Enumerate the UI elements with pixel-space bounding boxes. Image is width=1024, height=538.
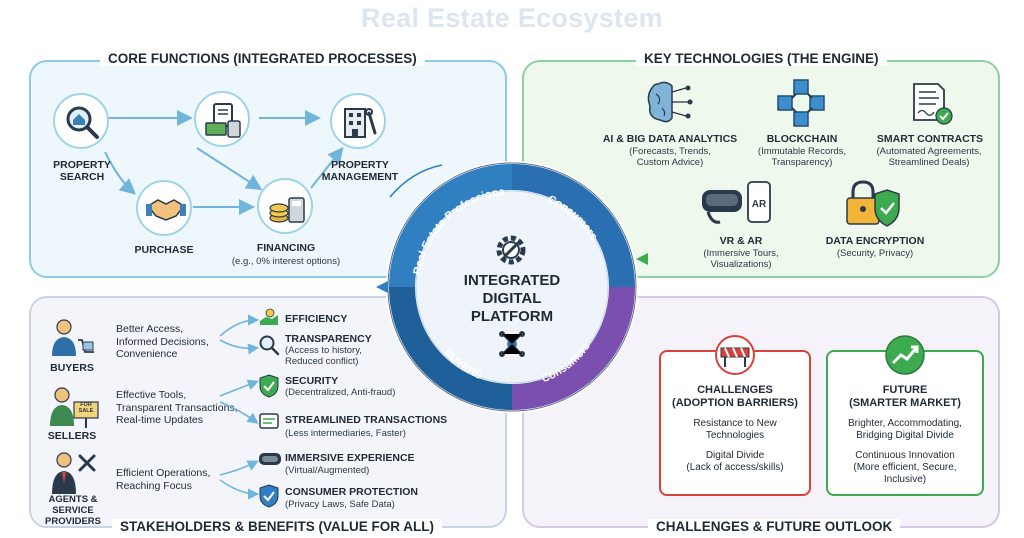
ring-professionals-label: Real Estate Professionals [372, 157, 506, 276]
handshake-icon [146, 199, 186, 221]
ring-buyers-label: BUYERS [441, 347, 484, 382]
security-shield-icon [259, 374, 279, 398]
tech-smart-contracts-name: SMART CONTRACTS [876, 133, 984, 145]
brain-circuit-icon [647, 81, 693, 123]
transparency-icon [259, 335, 280, 356]
benefit-efficiency-title: EFFICIENCY [285, 313, 348, 325]
central-platform-ring [376, 161, 648, 413]
seller-icon [50, 387, 99, 428]
roadblock-icon [715, 335, 755, 375]
stakeholders-heading: STAKEHOLDERS & BENEFITS (VALUE FOR ALL) [112, 519, 442, 534]
efficiency-icon [260, 308, 278, 325]
future-item-2: Continuous Innovation (More efficient, S… [853, 450, 957, 485]
benefit-security-title: SECURITY [285, 375, 339, 387]
challenge-item-1: Resistance to New Technologies [693, 418, 777, 441]
purchase-paperwork-node [194, 91, 250, 147]
building-wrench-icon [344, 108, 377, 138]
network-icon [499, 331, 525, 357]
platform-title: INTEGRATED DIGITAL PLATFORM [463, 272, 561, 325]
stakeholder-sellers-text: Effective Tools, Transparent Transaction… [116, 389, 238, 426]
tech-smart-contracts-desc: (Automated Agreements, Streamlined Deals… [876, 146, 982, 168]
tech-vr-desc: (Immersive Tours, Visualizations) [703, 248, 779, 270]
ar-badge: AR [752, 199, 767, 210]
benefit-arrows [219, 314, 260, 500]
future-item-1: Brighter, Accommodating, Bridging Digita… [848, 418, 962, 441]
svg-text:Real Estate Professionals: Real Estate Professionals [372, 157, 506, 276]
ring-labels: Real Estate Professionals Consumers BUYE… [372, 157, 600, 385]
svg-text:BUYERS: BUYERS [441, 347, 484, 382]
challenges-title: CHALLENGES (ADOPTION BARRIERS) [672, 384, 798, 409]
gear-wrench-icon [496, 235, 526, 265]
financing-note: (e.g., 0% interest options) [231, 256, 341, 267]
core-flow-arrows [104, 110, 344, 215]
future-card: FUTURE (SMARTER MARKET) Brighter, Accomm… [826, 350, 984, 496]
key-technologies-heading: KEY TECHNOLOGIES (THE ENGINE) [636, 51, 887, 66]
for-sale-sign: FOR SALE [78, 402, 94, 414]
coins-calculator-icon [269, 197, 305, 223]
benefit-transparency-desc: (Access to history, Reduced conflict) [285, 345, 362, 367]
page-title: Real Estate Ecosystem [361, 3, 663, 33]
immersive-vr-icon [259, 453, 281, 465]
benefit-immersive-title: IMMERSIVE EXPERIENCE [285, 452, 415, 464]
benefit-transparency-title: TRANSPARENCY [285, 333, 372, 345]
benefit-protection-title: CONSUMER PROTECTION [285, 486, 419, 498]
purchase-label: PURCHASE [134, 244, 194, 256]
challenge-item-2: Digital Divide (Lack of access/skills) [686, 450, 784, 473]
document-money-icon [205, 103, 241, 138]
tech-ai-desc: (Forecasts, Trends, Custom Advice) [629, 146, 711, 168]
growth-chart-icon [885, 335, 925, 375]
streamlined-transactions-icon [259, 413, 279, 429]
magnifier-house-icon [66, 106, 99, 139]
tech-encryption-name: DATA ENCRYPTION [825, 235, 925, 247]
property-management-label: PROPERTY MANAGEMENT [321, 159, 399, 183]
tech-blockchain-name: BLOCKCHAIN [766, 133, 838, 145]
benefit-immersive-desc: (Virtual/Augmented) [285, 465, 370, 476]
benefit-streamlined-desc: (Less intermediaries, Faster) [285, 428, 406, 439]
tech-ai-name: AI & BIG DATA ANALYTICS [602, 133, 738, 145]
buyer-icon [52, 319, 94, 356]
padlock-icon [846, 180, 900, 227]
contract-icon [913, 83, 953, 125]
stakeholder-buyers-text: Better Access, Informed Decisions, Conve… [116, 323, 209, 360]
property-search-label: PROPERTY SEARCH [53, 159, 111, 183]
benefit-security-desc: (Decentralized, Anti-fraud) [285, 387, 396, 398]
financing-label: FINANCING [256, 242, 316, 254]
tech-encryption-desc: (Security, Privacy) [836, 248, 914, 259]
purchase-node [136, 180, 192, 236]
stakeholder-sellers-name: SELLERS [47, 430, 97, 442]
stakeholder-agents-text: Efficient Operations, Reaching Focus [116, 467, 211, 492]
stakeholder-agents-name: AGENTS & SERVICE PROVIDERS [45, 494, 101, 527]
core-functions-heading: CORE FUNCTIONS (INTEGRATED PROCESSES) [100, 51, 425, 66]
svg-text:Consumers: Consumers [540, 340, 593, 385]
stakeholder-buyers-name: BUYERS [50, 362, 94, 374]
tech-blockchain-desc: (Immutable Records, Transparency) [757, 146, 847, 168]
consumer-protection-icon [259, 484, 279, 508]
property-management-node [330, 93, 386, 149]
agent-icon [52, 452, 96, 494]
tech-vr-name: VR & AR [719, 235, 763, 247]
future-title: FUTURE (SMARTER MARKET) [849, 384, 961, 409]
vr-headset-icon: AR [702, 181, 771, 224]
ring-consumers-bottom-label: Consumers [540, 340, 593, 385]
property-search-node [53, 93, 109, 149]
financing-node [257, 178, 313, 234]
outlook-heading: CHALLENGES & FUTURE OUTLOOK [648, 519, 901, 534]
benefit-protection-desc: (Privacy Laws, Safe Data) [285, 499, 395, 510]
benefit-streamlined-title: STREAMLINED TRANSACTIONS [285, 414, 448, 426]
svg-text:Consumers: Consumers [546, 193, 600, 242]
ring-consumers-top-label: Consumers [546, 193, 600, 242]
blockchain-icon [777, 79, 825, 127]
